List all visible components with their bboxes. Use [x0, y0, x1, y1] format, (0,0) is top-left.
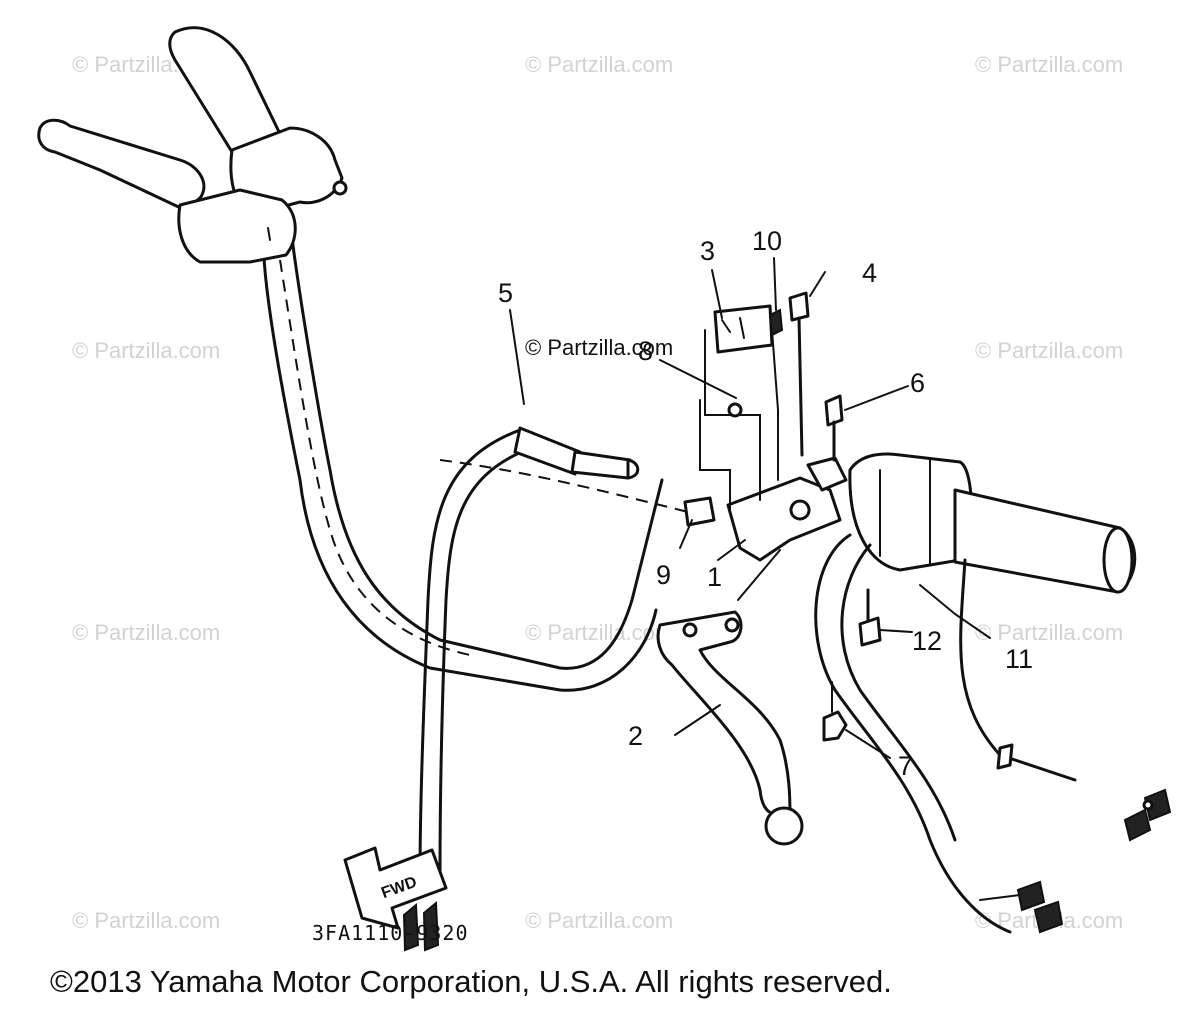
right-grip-assembly — [848, 452, 1137, 594]
callout-9: 9 — [656, 560, 671, 590]
callout-5: 5 — [498, 278, 513, 308]
callout-1: 1 — [707, 562, 722, 592]
callout-3: 3 — [700, 236, 715, 266]
callout-11: 11 — [1005, 644, 1033, 674]
callout-2: 2 — [628, 721, 643, 751]
watermark: © Partzilla.com — [975, 338, 1123, 363]
copyright-notice: ©2013 Yamaha Motor Corporation, U.S.A. A… — [50, 964, 892, 999]
callout-8: 8 — [638, 336, 653, 366]
leader-lines — [509, 257, 991, 759]
watermark: © Partzilla.com — [72, 338, 220, 363]
left-grip-assembly — [37, 26, 348, 264]
hardware-parts — [788, 291, 882, 742]
brake-lever — [656, 610, 804, 846]
watermark: © Partzilla.com — [975, 620, 1123, 645]
watermark: © Partzilla.com — [975, 52, 1123, 77]
handlebar-tube — [262, 236, 701, 692]
callout-4: 4 — [862, 258, 877, 288]
watermark: © Partzilla.com — [525, 52, 673, 77]
switch-assembly — [699, 304, 784, 511]
callout-6: 6 — [910, 368, 925, 398]
clutch-cable — [402, 426, 640, 952]
fwd-arrow-icon: FWD — [343, 846, 448, 930]
watermark: © Partzilla.com — [72, 908, 220, 933]
callout-12: 12 — [912, 626, 942, 656]
lever-holder — [683, 456, 848, 562]
watermark-dark: © Partzilla.com — [525, 335, 673, 360]
watermark: © Partzilla.com — [72, 620, 220, 645]
callout-labels: 1 2 3 4 5 6 7 8 9 10 11 12 — [498, 226, 1033, 781]
watermark-layer: © Partzilla.com © Partzilla.com © Partzi… — [72, 52, 1123, 933]
callout-10: 10 — [752, 226, 782, 256]
watermark: © Partzilla.com — [525, 908, 673, 933]
callout-7: 7 — [898, 751, 913, 781]
diagram-part-number: 3FA1110-9320 — [312, 921, 469, 945]
